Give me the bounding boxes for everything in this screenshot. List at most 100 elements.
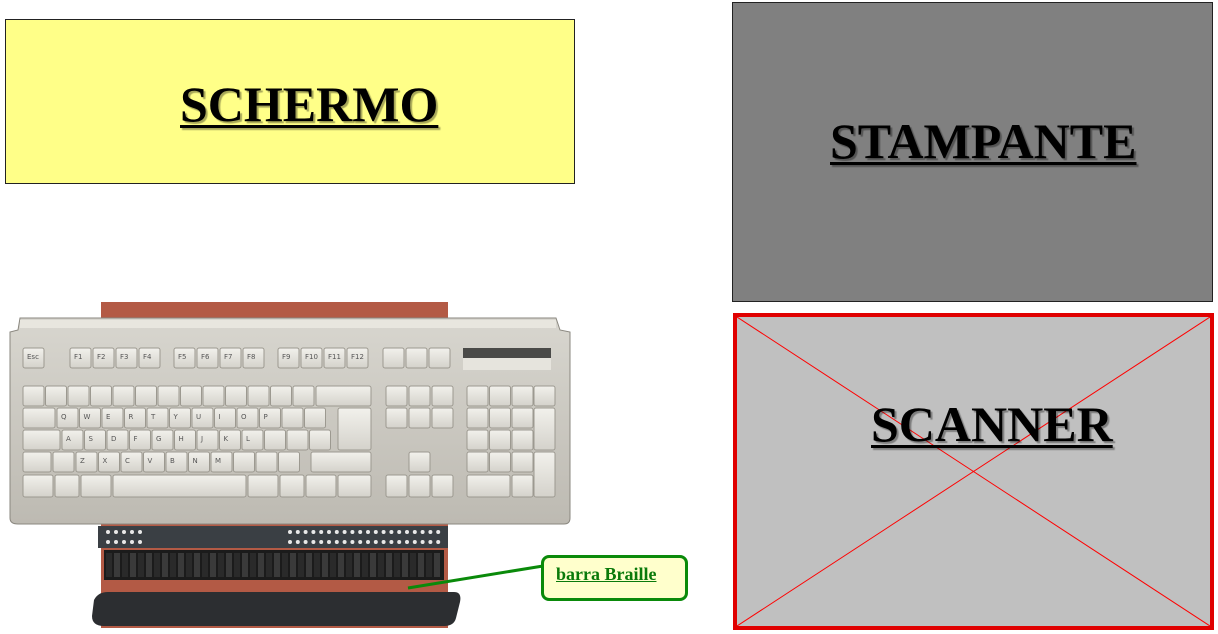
keyboard-key <box>22 429 61 451</box>
braille-status-dot <box>350 530 355 534</box>
braille-status-dot <box>327 540 331 544</box>
braille-status-dot <box>366 530 370 534</box>
keyboard-key <box>98 451 120 473</box>
keyboard-key <box>511 385 534 407</box>
keyboard-key-label: C <box>125 457 130 465</box>
braille-status-dot <box>311 540 316 544</box>
keyboard-key <box>54 474 80 498</box>
keyboard-key <box>242 347 265 369</box>
keyboard-key-label: F8 <box>247 353 255 361</box>
braille-cell <box>210 553 216 577</box>
braille-cell <box>114 553 120 577</box>
braille-cell <box>170 553 176 577</box>
keyboard-key-label: N <box>193 457 198 465</box>
keyboard-key <box>247 385 270 407</box>
braille-cell <box>338 553 344 577</box>
keyboard-key <box>112 385 135 407</box>
keyboard-key <box>408 451 431 473</box>
keyboard-key <box>270 385 292 407</box>
braille-cell <box>274 553 280 577</box>
braille-status-dot <box>389 540 394 544</box>
keyboard-key-label: Q <box>61 413 67 421</box>
braille-status-dot <box>350 540 355 544</box>
braille-cell <box>362 553 368 577</box>
keyboard-key-label: F4 <box>143 353 152 361</box>
keyboard-key <box>188 451 210 473</box>
braille-cell <box>378 553 384 577</box>
keyboard-key <box>22 385 45 407</box>
keyboard-key <box>511 429 534 451</box>
keyboard-key-label: W <box>84 413 91 421</box>
keyboard-key <box>511 474 534 498</box>
keyboard-key <box>315 385 372 407</box>
keyboard-key-label: H <box>179 435 184 443</box>
braille-cell <box>218 553 224 577</box>
keyboard-key <box>533 451 556 498</box>
braille-cell <box>418 553 424 577</box>
keyboard-key <box>169 407 191 429</box>
braille-cell <box>178 553 184 577</box>
keyboard-key-label: T <box>150 413 156 421</box>
braille-wrist-rest <box>92 592 461 626</box>
keyboard-key <box>79 407 101 429</box>
keyboard-key <box>305 474 337 498</box>
braille-cell <box>266 553 272 577</box>
braille-status-dot <box>342 540 347 544</box>
keyboard-key <box>382 347 405 369</box>
braille-status-dot <box>334 530 339 534</box>
keyboard-key <box>69 347 92 369</box>
keyboard-key <box>511 407 534 429</box>
keyboard-key-label: F10 <box>305 353 318 361</box>
braille-cell <box>410 553 416 577</box>
braille-status-dot <box>428 530 433 534</box>
keyboard-key <box>22 451 52 473</box>
keyboard-key <box>56 407 79 429</box>
keyboard-key <box>466 451 489 473</box>
keyboard-key-label: Z <box>80 457 85 465</box>
braille-status-dot <box>130 540 134 544</box>
keyboard-key <box>428 347 451 369</box>
keyboard-key <box>67 385 90 407</box>
keyboard-key <box>431 407 454 429</box>
keyboard-key-label: R <box>129 413 134 421</box>
braille-status-dot <box>319 530 324 534</box>
braille-status-dot <box>358 540 363 544</box>
keyboard-key <box>115 347 138 369</box>
braille-cell <box>282 553 288 577</box>
braille-cell <box>130 553 136 577</box>
schermo-label: SCHERMO <box>180 76 439 132</box>
keyboard-key <box>80 474 112 498</box>
braille-status-dot <box>381 540 386 544</box>
keyboard-key <box>286 429 309 451</box>
keyboard-key <box>277 347 300 369</box>
keyboard-key <box>120 451 143 473</box>
keyboard-key-label: F11 <box>328 353 341 361</box>
keyboard-key-label: F6 <box>201 353 210 361</box>
keyboard-key <box>431 385 454 407</box>
braille-status-dot <box>373 530 378 534</box>
keyboard-key-label: X <box>103 457 108 465</box>
braille-status-dot <box>389 530 394 534</box>
keyboard-key <box>489 407 511 429</box>
scanner-box: SCANNER <box>733 313 1214 630</box>
braille-status-dot <box>420 540 425 544</box>
keyboard-key <box>337 474 372 498</box>
keyboard-key <box>259 407 281 429</box>
keyboard-key <box>92 347 115 369</box>
keyboard-key-label: P <box>264 413 268 421</box>
scanner-cross-mark <box>737 317 1210 626</box>
braille-status-dot <box>420 530 425 534</box>
keyboard-key <box>124 407 146 429</box>
keyboard-key-label: F <box>134 435 138 443</box>
keyboard-key <box>310 451 372 473</box>
braille-cell <box>202 553 208 577</box>
keyboard-key <box>219 429 241 451</box>
keyboard-key-label: K <box>224 435 229 443</box>
keyboard-key <box>22 347 45 369</box>
keyboard-key <box>196 347 219 369</box>
braille-status-dot <box>295 530 300 534</box>
keyboard-key-label: V <box>148 457 153 465</box>
braille-cell <box>162 553 168 577</box>
braille-cell <box>370 553 376 577</box>
